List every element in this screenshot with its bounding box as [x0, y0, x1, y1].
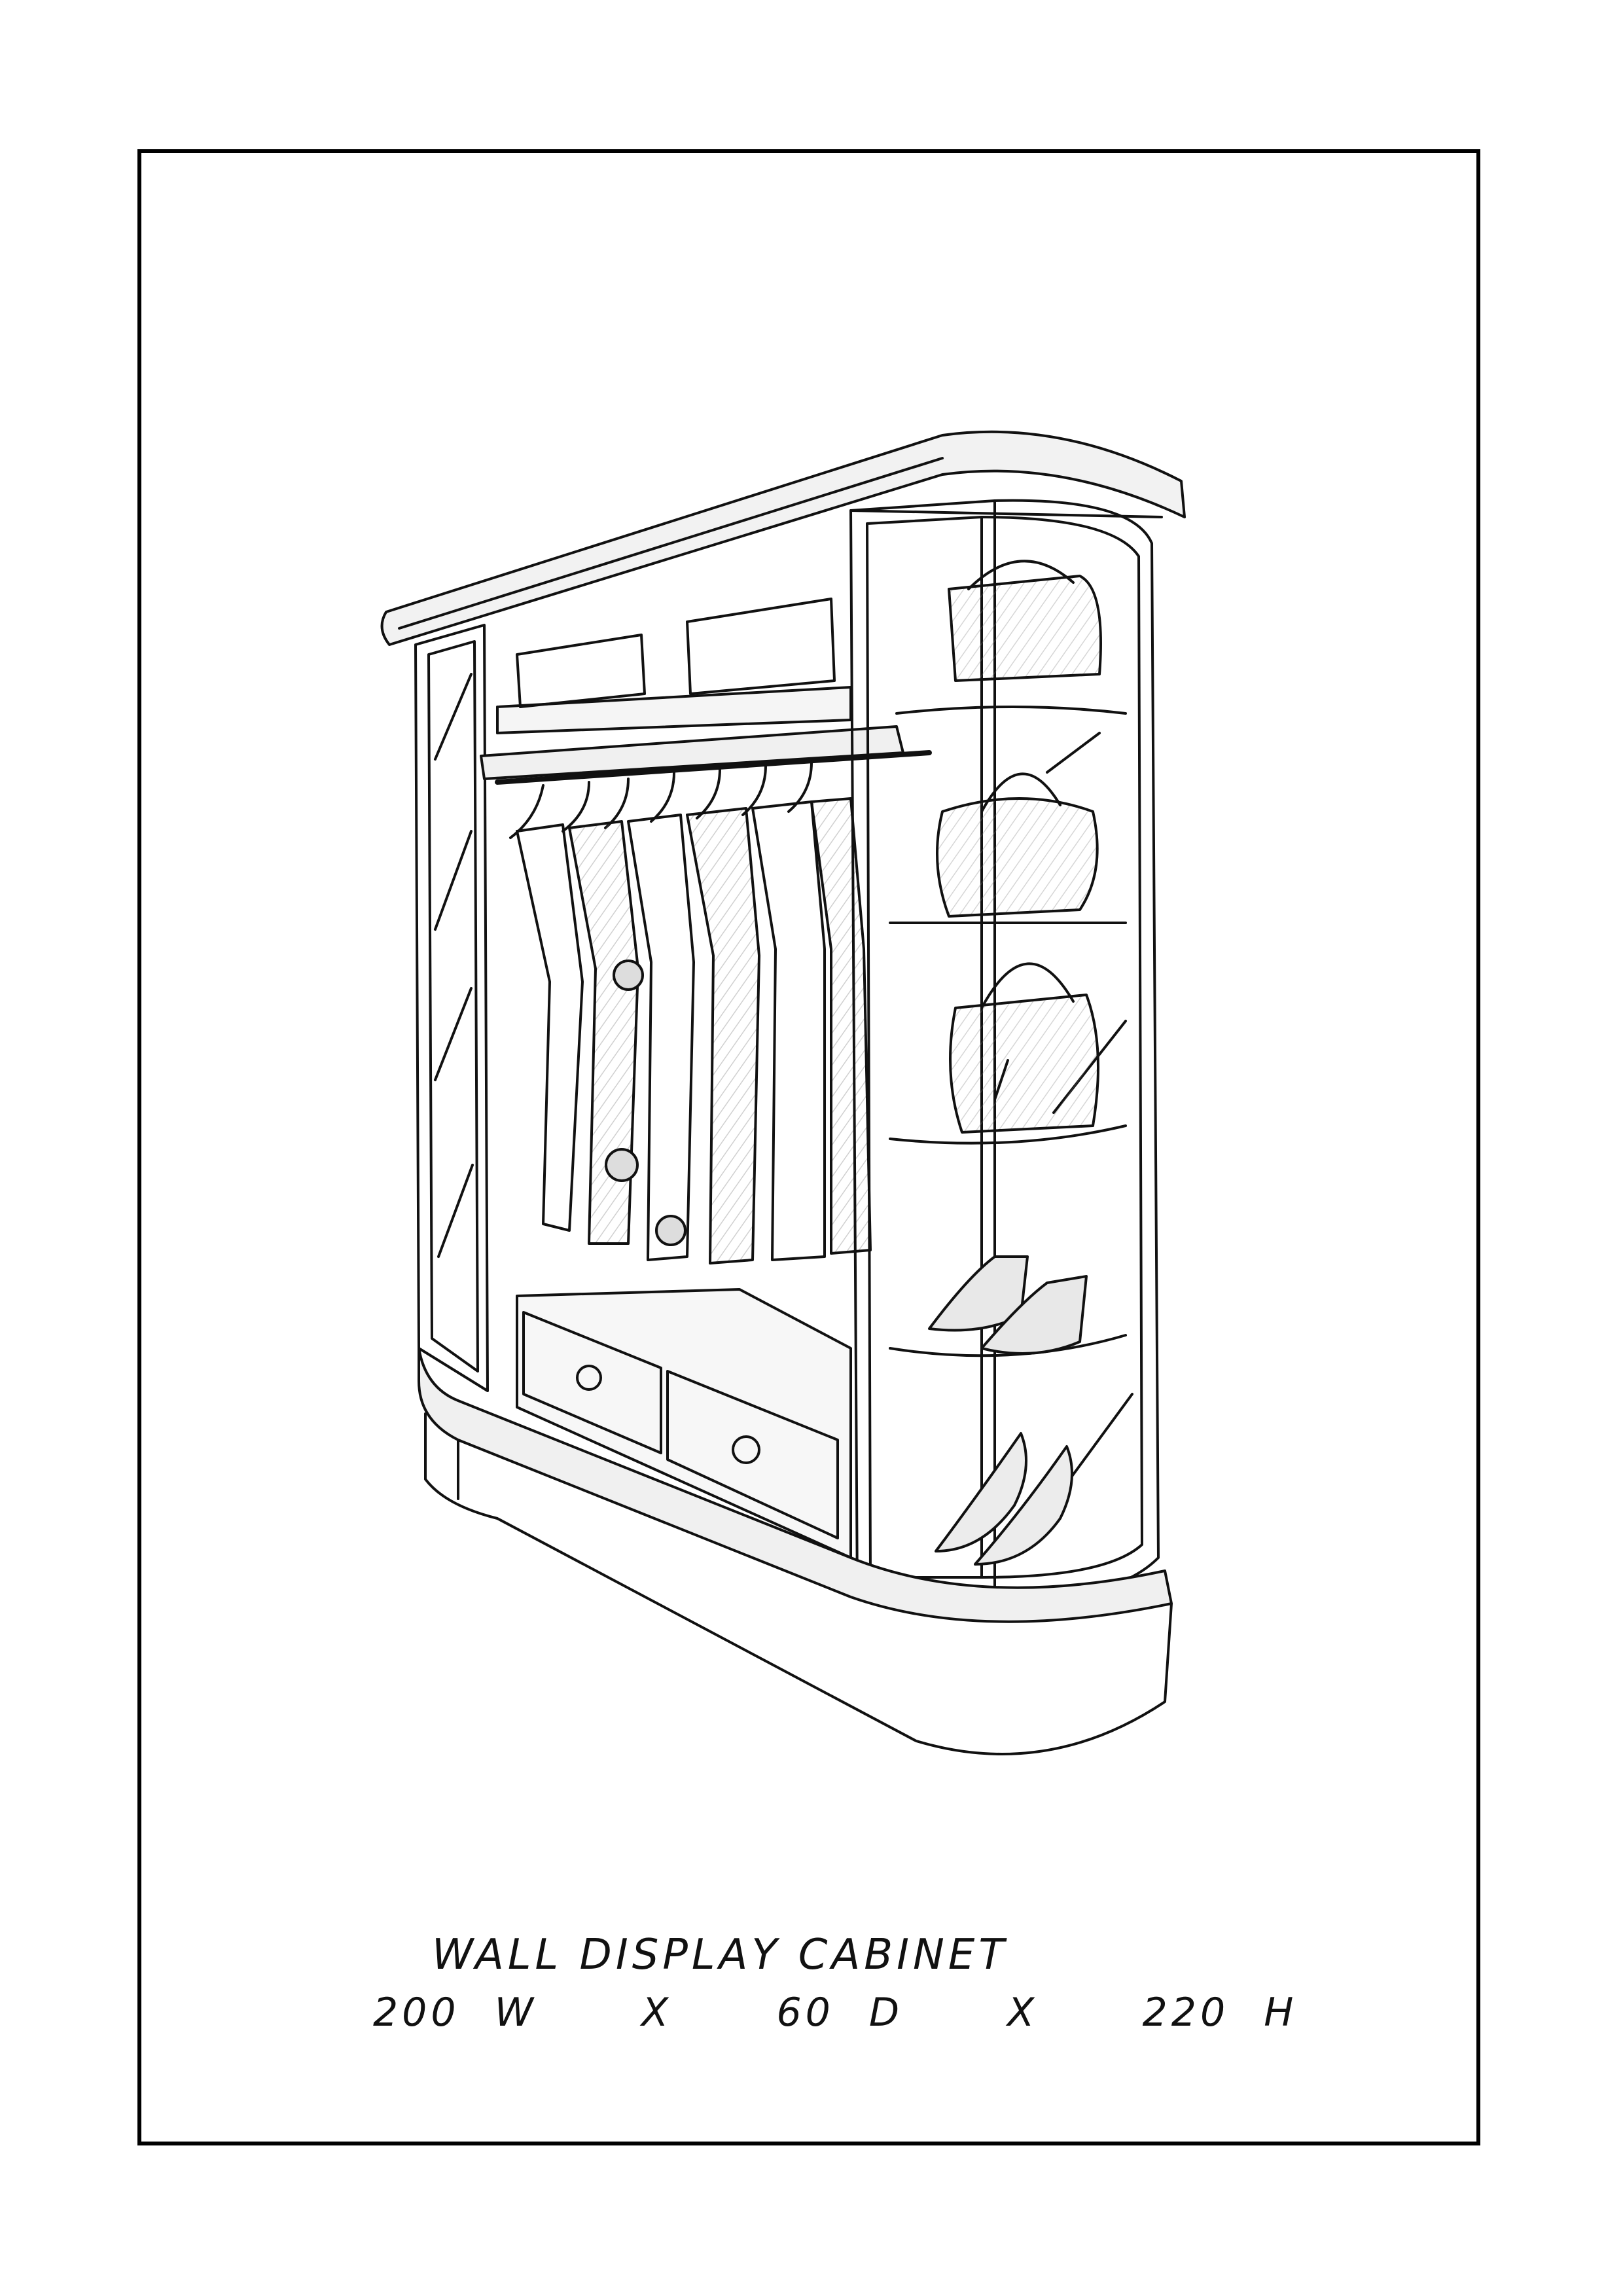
drawing-dimensions: 200 W X 60 D X 220 H	[373, 1990, 1298, 2036]
handbag-lower	[949, 962, 1099, 1134]
top-shelf-boxes	[480, 598, 904, 780]
handbag-top	[948, 560, 1102, 682]
left-glass-door	[414, 624, 489, 1392]
drawer-unit	[516, 1288, 852, 1559]
ankle-boots	[928, 1255, 1088, 1355]
handbag-middle	[936, 772, 1099, 918]
hanging-rail	[495, 750, 932, 785]
cabinet-top	[380, 430, 1186, 646]
high-heel-shoes	[935, 1432, 1073, 1566]
cabinet-plinth	[418, 1347, 1173, 1755]
drawing-title: WALL DISPLAY CABINET	[432, 1931, 1008, 1979]
hanging-garments	[509, 761, 872, 1265]
drawer-ring-handle	[732, 1435, 760, 1464]
drawer-ring-handle	[576, 1365, 602, 1391]
